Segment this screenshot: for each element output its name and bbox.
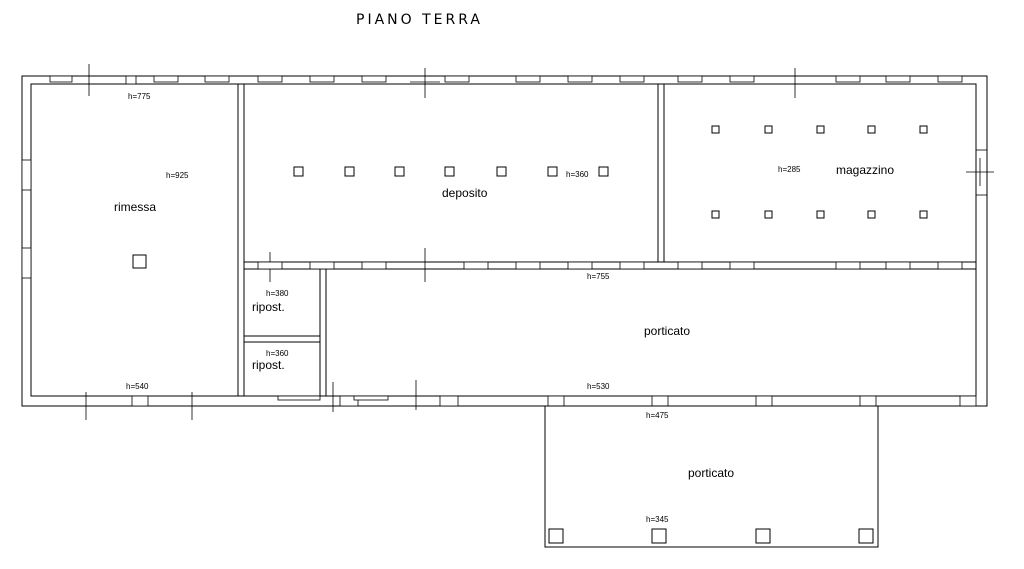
magazzino-columns bbox=[711, 125, 928, 219]
height-label: h=345 bbox=[646, 515, 669, 524]
height-label: h=530 bbox=[587, 382, 610, 391]
height-label: h=285 bbox=[778, 165, 801, 174]
height-label: h=360 bbox=[566, 170, 589, 179]
room-label-porticato-2: porticato bbox=[688, 466, 734, 480]
height-label: h=475 bbox=[646, 411, 669, 420]
deposito-columns bbox=[293, 166, 609, 177]
room-label-ripostiglio-2: ripost. bbox=[252, 358, 285, 372]
middle-windows bbox=[257, 261, 963, 270]
plan-title: PIANO TERRA bbox=[356, 12, 483, 28]
height-label: h=540 bbox=[126, 382, 149, 391]
room-label-magazzino: magazzino bbox=[836, 163, 894, 177]
room-label-porticato-1: porticato bbox=[644, 324, 690, 338]
rimessa-column bbox=[132, 254, 147, 269]
room-label-ripostiglio-1: ripost. bbox=[252, 300, 285, 314]
room-label-deposito: deposito bbox=[442, 186, 488, 200]
top-windows bbox=[49, 64, 963, 98]
height-label: h=380 bbox=[266, 289, 289, 298]
outer-walls bbox=[21, 75, 994, 407]
height-label: h=775 bbox=[128, 92, 151, 101]
height-label: h=925 bbox=[166, 171, 189, 180]
height-label: h=360 bbox=[266, 349, 289, 358]
room-label-rimessa: rimessa bbox=[114, 200, 156, 214]
lower-porticato-walls bbox=[544, 405, 879, 548]
bottom-wall-details bbox=[44, 395, 977, 407]
interior-walls bbox=[85, 84, 976, 420]
height-label: h=755 bbox=[587, 272, 610, 281]
